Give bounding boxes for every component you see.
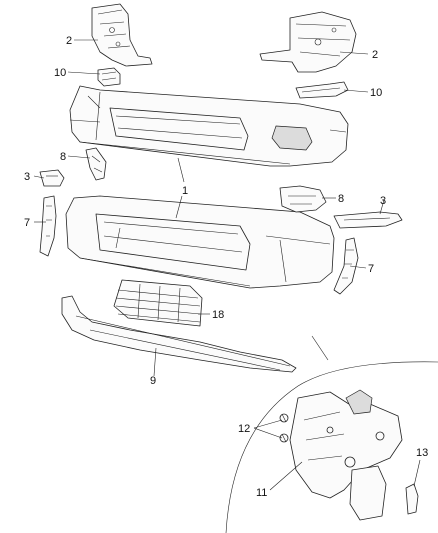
callout-10-right: 10 (370, 87, 382, 99)
detail-view-boundary (225, 335, 438, 533)
callout-2-right: 2 (372, 49, 378, 61)
callout-3-left: 3 (24, 171, 30, 183)
callout-9: 9 (150, 375, 156, 387)
callout-7-right: 7 (368, 263, 374, 275)
callout-1: 1 (182, 185, 188, 197)
air-dam (61, 295, 297, 373)
tow-hook-assembly (279, 389, 419, 521)
grille-insert (113, 279, 203, 327)
callout-8-left: 8 (60, 151, 66, 163)
side-bracket-left (39, 195, 57, 257)
callout-7-left: 7 (24, 217, 30, 229)
side-bracket-right (333, 237, 359, 295)
callout-18: 18 (212, 309, 224, 321)
callout-12: 12 (238, 423, 250, 435)
bracket-3-right (333, 211, 403, 229)
callout-labels: 2 2 10 10 1 8 8 3 3 7 7 18 9 12 11 13 (24, 35, 428, 499)
bracket-8-right (279, 185, 327, 213)
front-bumper-lower (65, 195, 335, 289)
front-bumper-upper (69, 85, 349, 167)
callout-13: 13 (416, 447, 428, 459)
callout-11: 11 (256, 487, 267, 499)
leader-lines (33, 39, 421, 491)
callout-2-left: 2 (66, 35, 72, 47)
callout-3-right: 3 (380, 195, 386, 207)
small-bracket-right (295, 81, 349, 99)
small-bracket-left (97, 67, 121, 87)
bracket-8-left (85, 147, 107, 181)
callout-8-right: 8 (338, 193, 344, 205)
bracket-3-left (39, 169, 65, 187)
upper-bracket-left (91, 3, 153, 67)
callout-10-left: 10 (54, 67, 66, 79)
upper-bracket-right (259, 11, 357, 73)
